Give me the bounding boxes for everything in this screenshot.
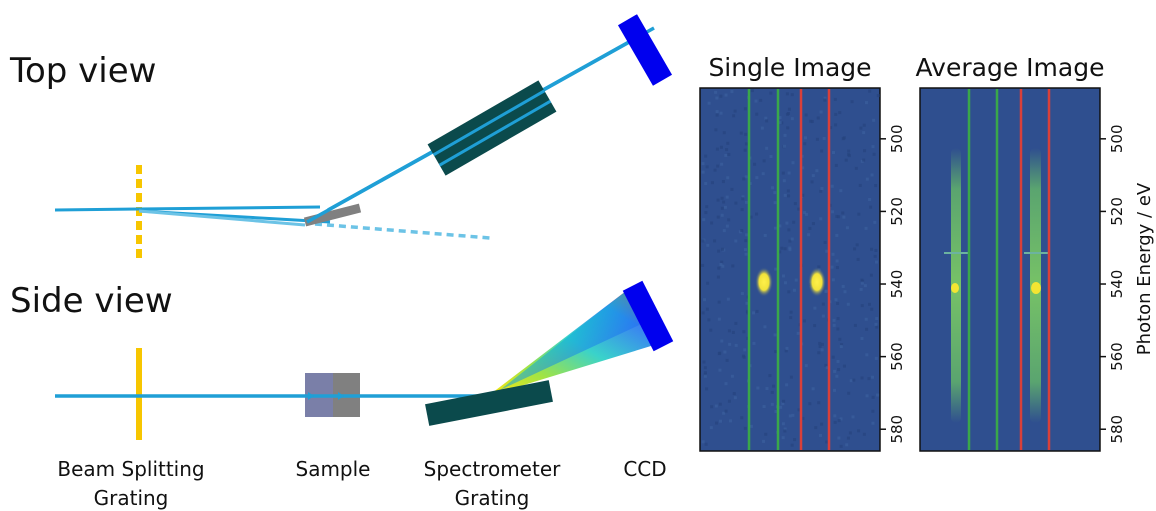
split-beam-lower [138, 209, 306, 227]
single-y-tick-label: 540 [888, 270, 906, 299]
average-y-tick-label: 520 [1108, 197, 1126, 226]
average-y-tick-label: 580 [1108, 415, 1126, 444]
sample-label: Sample [296, 457, 371, 481]
incoming-beam-top [54, 205, 321, 212]
spectrometer-grating-top [427, 80, 557, 176]
single-image-frame [699, 87, 881, 452]
spectrometer-grating-label: Grating [455, 486, 530, 510]
spectrometer-grating-side [425, 380, 553, 426]
sample-marker-1 [308, 392, 314, 400]
single-spot-left [755, 267, 773, 297]
average-image-y-axis: 500 520 540 560 580 [1100, 124, 1126, 444]
single-image-y-axis: 500 520 540 560 580 [880, 124, 906, 444]
ccd-side [622, 280, 674, 352]
ccd-top [617, 14, 673, 86]
single-y-tick-label: 580 [888, 415, 906, 444]
average-image-title: Average Image [916, 53, 1105, 82]
average-spot-right [1031, 282, 1041, 294]
single-image-title: Single Image [708, 53, 871, 82]
y-axis-label: Photon Energy / eV [1134, 182, 1155, 355]
beam-splitting-label: Beam Splitting [57, 457, 204, 481]
average-spot-left [951, 283, 959, 293]
single-y-tick-label: 500 [888, 124, 906, 153]
single-y-tick-label: 520 [888, 197, 906, 226]
average-y-tick-label: 560 [1108, 342, 1126, 371]
average-y-tick-label: 540 [1108, 270, 1126, 299]
spectrometer-label: Spectrometer [424, 457, 561, 481]
single-y-tick-label: 560 [888, 342, 906, 371]
ccd-label: CCD [623, 457, 666, 481]
single-image-panel [699, 87, 881, 452]
top-view-title: Top view [9, 51, 156, 91]
side-view-title: Side view [10, 281, 173, 321]
average-image-panel [919, 87, 1101, 452]
grating-label: Grating [94, 486, 169, 510]
single-spot-right [808, 267, 826, 297]
dotted-beam-continuation [314, 222, 491, 240]
sample-marker-2 [338, 392, 344, 400]
average-y-tick-label: 500 [1108, 124, 1126, 153]
